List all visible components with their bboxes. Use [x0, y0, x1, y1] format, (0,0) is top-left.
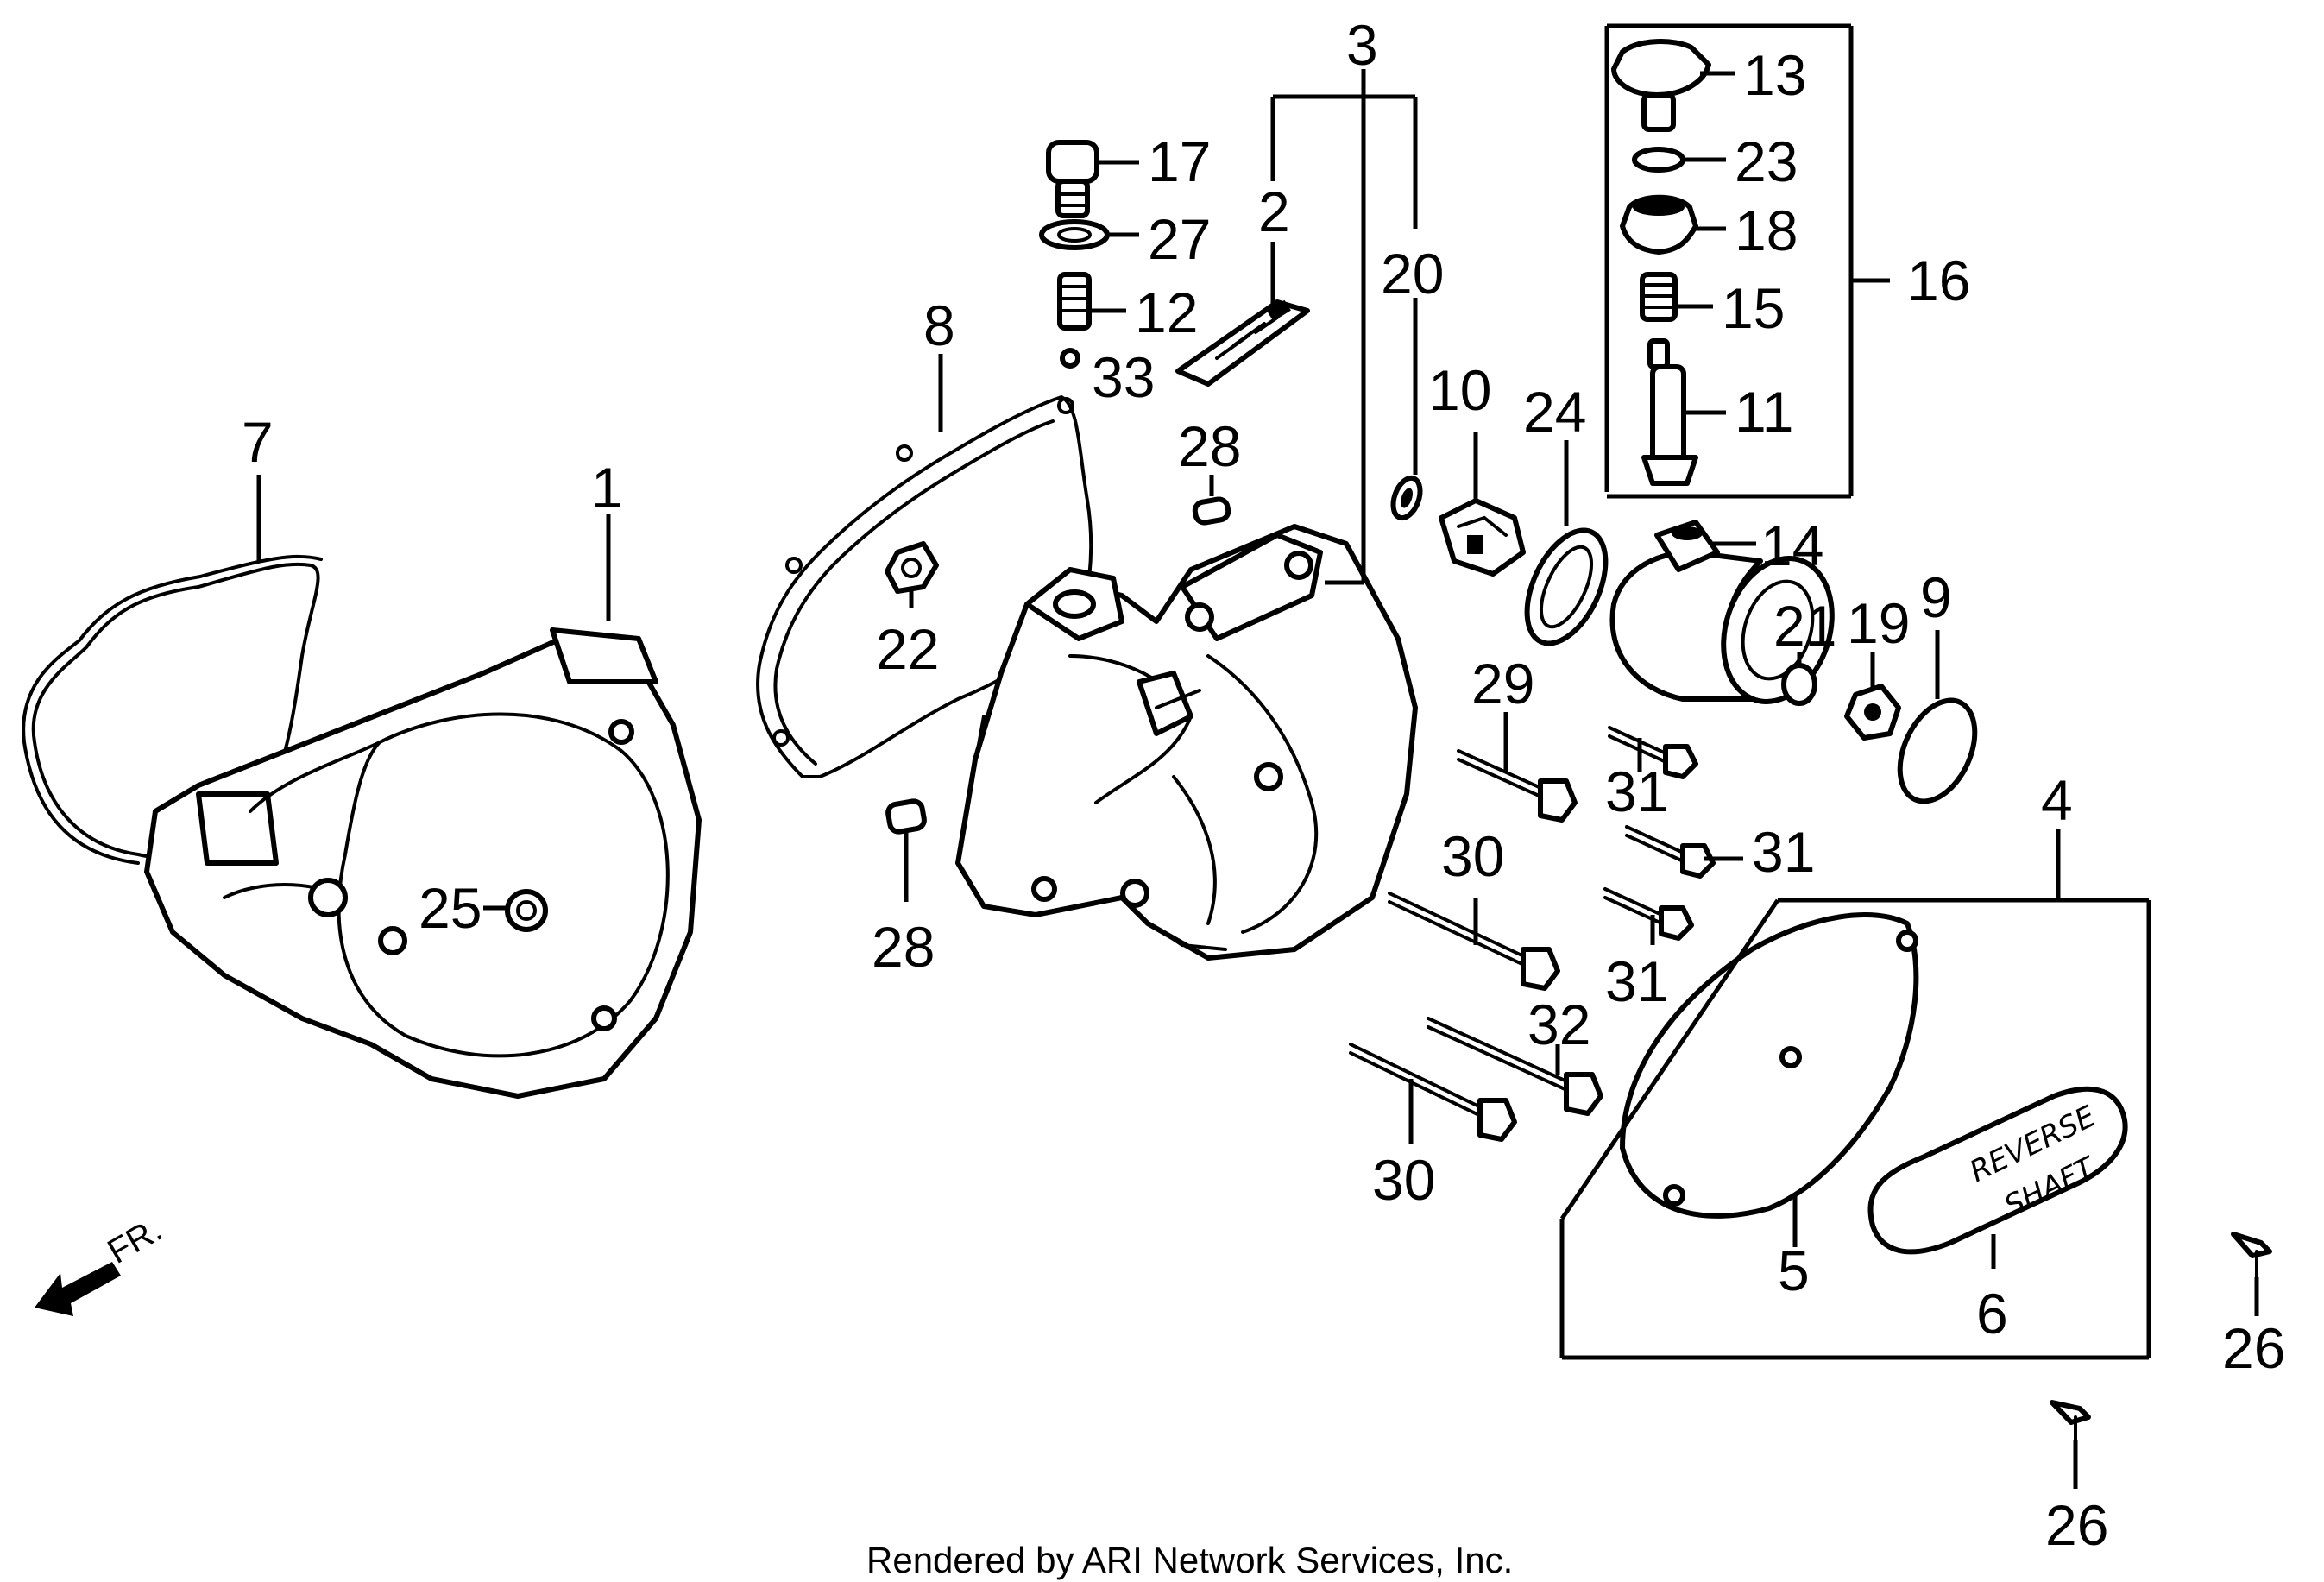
part-5-cover [1620, 912, 1919, 1219]
direction-arrow-label: FR. [102, 1210, 169, 1270]
part-23-o-ring [1632, 147, 1685, 173]
callout-4: 4 [2041, 768, 2073, 832]
part-10-joint [1439, 498, 1526, 577]
callout-14: 14 [1760, 514, 1823, 577]
part-12-spring [1057, 272, 1092, 331]
part-1-crankcase-cover [144, 627, 702, 1099]
callout-20: 20 [1381, 242, 1444, 306]
callout-21: 21 [1773, 594, 1836, 658]
callout-2: 2 [1258, 180, 1290, 243]
callout-28-lower: 28 [872, 915, 935, 979]
callout-31-a: 31 [1605, 759, 1668, 823]
part-24-gasket [1524, 527, 1609, 646]
part-31-bolt-b [1625, 825, 1716, 879]
callout-22: 22 [876, 617, 939, 681]
callout-6: 6 [1976, 1282, 2008, 1346]
leader-lines [256, 23, 2259, 1489]
part-21-washer [1781, 663, 1817, 706]
part-22-nut [885, 541, 939, 594]
part-29-bolt [1457, 749, 1578, 823]
callout-13: 13 [1743, 43, 1806, 107]
callout-31-c: 31 [1605, 949, 1668, 1013]
callout-12: 12 [1135, 280, 1198, 344]
callout-1: 1 [591, 456, 623, 520]
callout-28-upper: 28 [1178, 414, 1241, 478]
callout-26-lower: 26 [2045, 1493, 2108, 1557]
part-30-bolt-upper [1388, 892, 1560, 991]
callout-16: 16 [1907, 249, 1970, 312]
part-11-shaft [1641, 338, 1698, 486]
callout-11: 11 [1735, 380, 1794, 444]
part-28-dowel-pin-upper [1192, 496, 1231, 526]
callout-25: 25 [419, 876, 482, 940]
part-8-gasket [756, 394, 1093, 778]
callout-7: 7 [242, 410, 274, 474]
callout-26-upper: 26 [2222, 1316, 2285, 1380]
part-28-dowel-pin-lower [885, 798, 927, 835]
part-9-washer [1897, 697, 1978, 804]
callout-24: 24 [1523, 380, 1586, 444]
callout-10: 10 [1428, 358, 1491, 422]
callout-9: 9 [1920, 565, 1952, 629]
callout-32: 32 [1527, 993, 1590, 1056]
front-direction-arrow-icon: FR. [35, 1210, 168, 1316]
part-26-clip-upper [2231, 1232, 2272, 1279]
part-6-label: REVERSE SHAFT [1867, 1086, 2128, 1255]
part-33-ball [1060, 348, 1080, 369]
callout-27: 27 [1148, 207, 1211, 271]
part-3-rear-case-cover [955, 524, 1418, 961]
callout-33: 33 [1092, 345, 1155, 409]
part-14-housing [1609, 520, 1835, 704]
part-31-bolt-c [1603, 887, 1694, 941]
callout-29: 29 [1471, 652, 1534, 715]
part-17-bolt [1046, 140, 1099, 218]
callout-17: 17 [1148, 129, 1211, 193]
part-13-cap [1611, 39, 1711, 132]
callout-15: 15 [1722, 276, 1785, 340]
callout-3: 3 [1346, 13, 1378, 77]
footer-credit: Rendered by ARI Network Services, Inc. [866, 1540, 1513, 1580]
part-15-spring [1640, 272, 1678, 322]
part-32-bolt [1427, 1017, 1603, 1116]
part-26-clip-lower [2050, 1400, 2091, 1441]
part-2-label-plate [1175, 299, 1310, 387]
callout-31-b: 31 [1752, 820, 1815, 884]
part-30-bolt-lower [1349, 1043, 1517, 1142]
callout-23: 23 [1735, 129, 1798, 193]
callout-5: 5 [1778, 1238, 1810, 1302]
callout-30-upper: 30 [1441, 824, 1504, 888]
part-25-oil-seal [505, 889, 548, 932]
callout-labels: 1 2 3 4 5 6 7 8 9 10 11 12 13 14 15 16 1… [242, 13, 2285, 1557]
callout-30-lower: 30 [1372, 1148, 1435, 1212]
part-20-washer [1390, 475, 1423, 521]
callout-8: 8 [923, 293, 955, 357]
callout-19: 19 [1847, 591, 1910, 655]
part-19-nut [1844, 684, 1901, 741]
callout-18: 18 [1735, 199, 1798, 262]
part-18-cap [1620, 194, 1698, 255]
part-27-washer [1039, 219, 1110, 250]
